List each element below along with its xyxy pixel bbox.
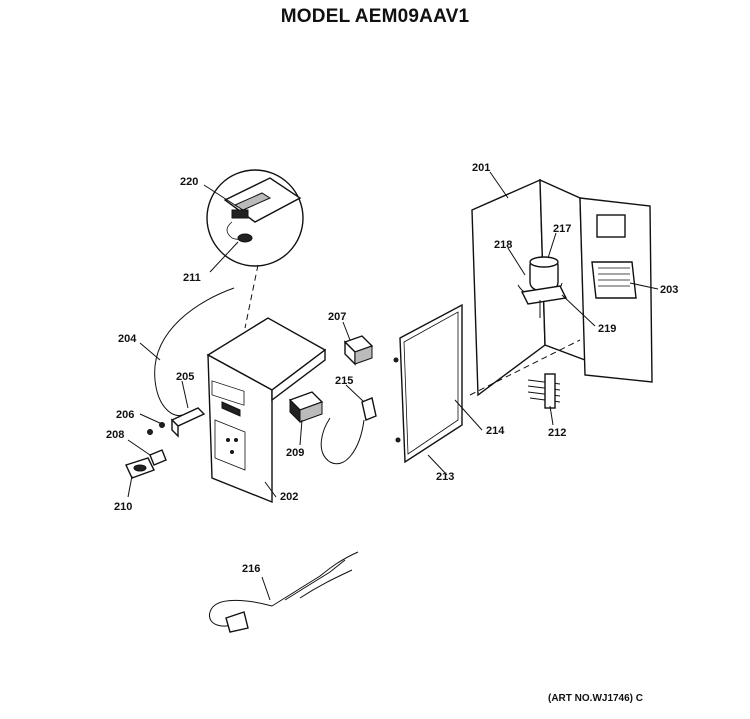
screw-213b (395, 437, 401, 443)
leader-lines (127, 171, 659, 601)
callout-215: 215 (335, 375, 353, 387)
page-title: MODEL AEM09AAV1 (280, 6, 470, 27)
callout-220: 220 (180, 176, 198, 188)
callout-217: 217 (553, 223, 571, 235)
callout-208: 208 (106, 429, 124, 441)
screw-213a (393, 357, 399, 363)
power-cord-216 (209, 551, 359, 633)
callout-201: 201 (472, 162, 490, 174)
callout-207: 207 (328, 311, 346, 323)
callout-202: 202 (280, 491, 298, 503)
callout-203: 203 (660, 284, 678, 296)
sensor-215 (320, 397, 377, 465)
control-box-housing-202 (206, 317, 327, 504)
callout-212: 212 (548, 427, 566, 439)
art-number: (ART NO.WJ1746) C (548, 693, 644, 704)
thermostat-209 (288, 391, 324, 424)
callout-218: 218 (494, 239, 512, 251)
motor-217 (529, 256, 559, 291)
callout-206: 206 (116, 409, 134, 421)
callout-204: 204 (118, 333, 137, 345)
callout-216: 216 (242, 563, 260, 575)
callout-205: 205 (176, 371, 194, 383)
wire-harness-204 (154, 287, 235, 417)
callout-210: 210 (114, 501, 132, 513)
screw-206b (147, 429, 153, 435)
relay-207 (343, 335, 374, 366)
knob-210 (125, 457, 155, 479)
callout-209: 209 (286, 447, 304, 459)
connector-212 (527, 373, 561, 409)
switch-208 (149, 449, 167, 466)
detail-leader-line (244, 264, 259, 329)
grille-203 (591, 261, 637, 299)
cabinet-leader (469, 339, 581, 396)
callout-219: 219 (598, 323, 616, 335)
callout-213: 213 (436, 471, 454, 483)
callout-211: 211 (183, 272, 201, 284)
side-panel-213 (399, 303, 463, 464)
bracket-219 (520, 285, 568, 318)
detail-circle-control-board (206, 169, 304, 267)
bracket-205 (170, 407, 206, 438)
callout-214: 214 (486, 425, 505, 437)
